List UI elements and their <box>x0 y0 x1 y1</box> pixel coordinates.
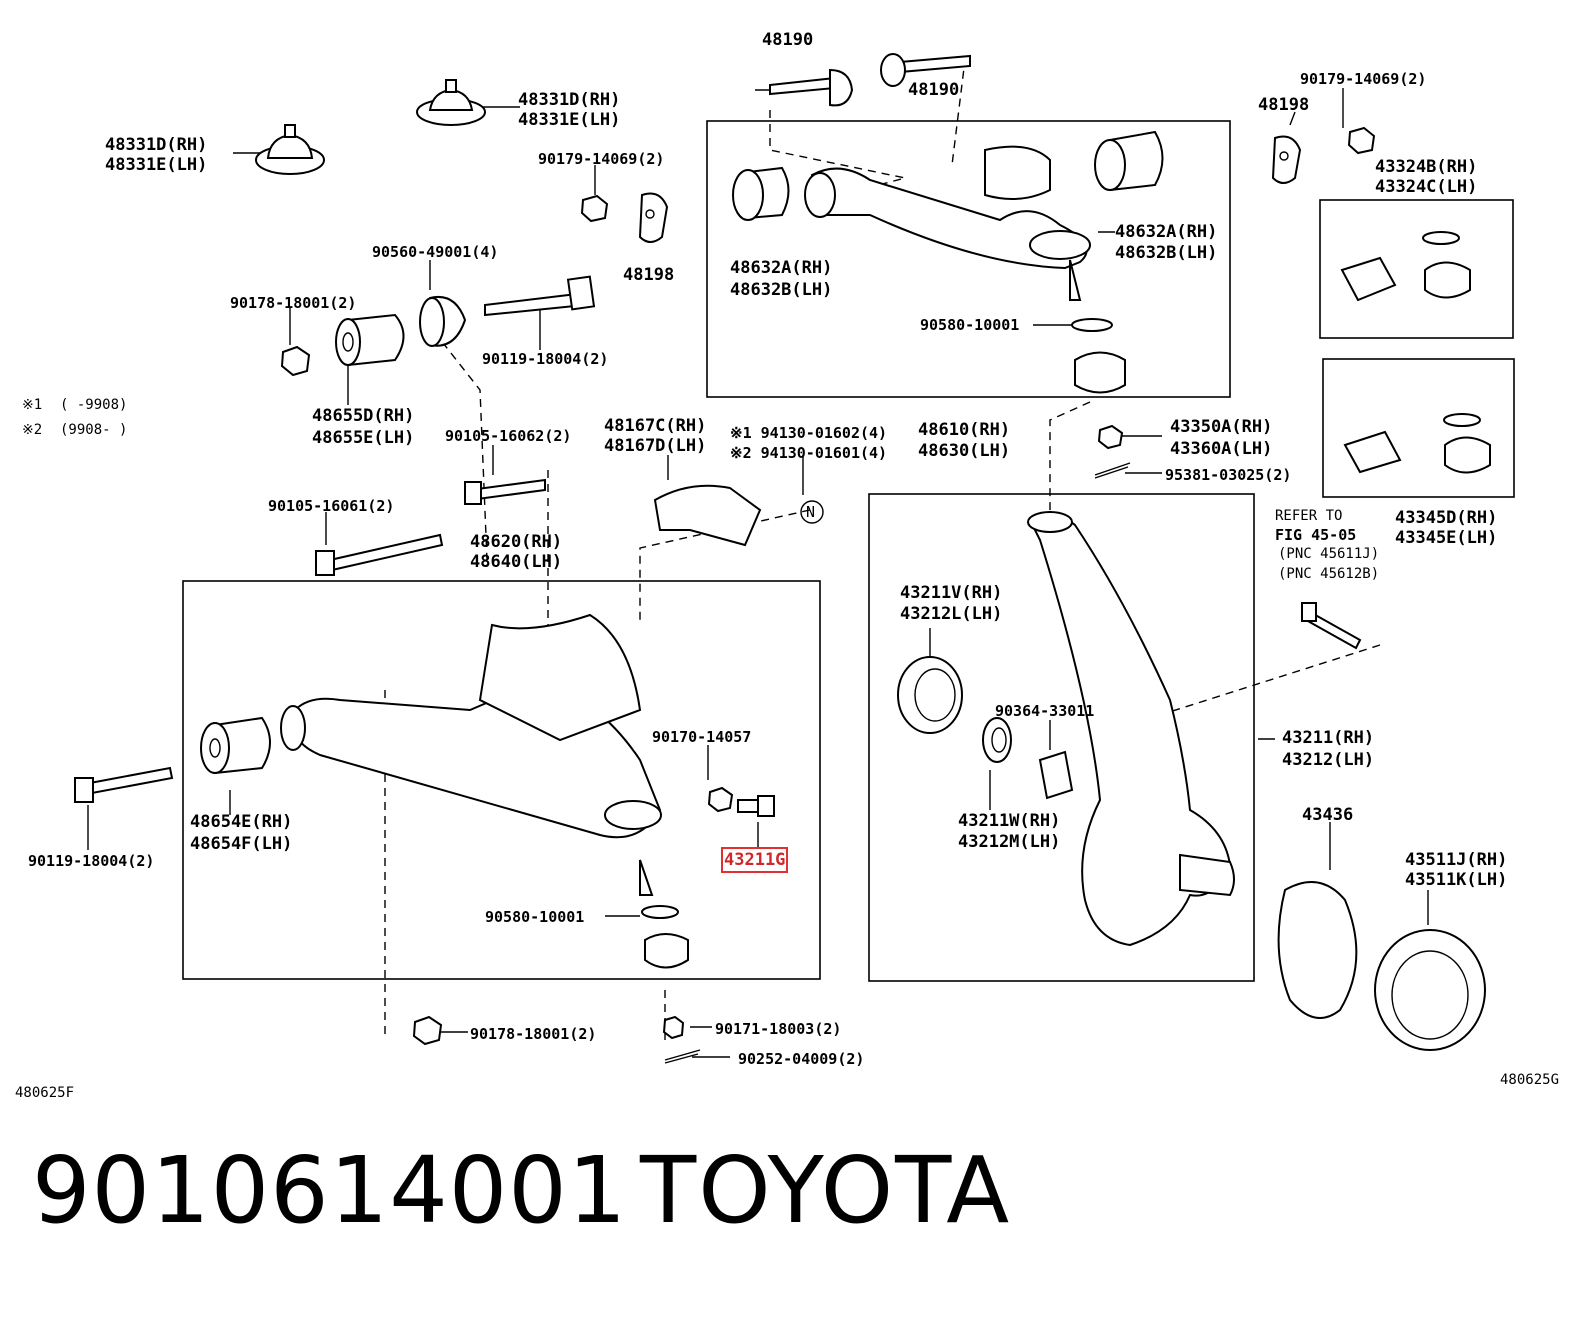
label-48190-right: 48190 <box>908 80 960 100</box>
label-43324-lh: 43324C(LH) <box>1375 177 1478 197</box>
steering-knuckle-icon <box>1027 511 1235 947</box>
footer-brand: TOYOTA <box>640 1137 1012 1244</box>
label-48331-b-lh: 48331E(LH) <box>105 155 208 175</box>
label-48167-lh: 48167D(LH) <box>604 436 707 456</box>
label-43350-rh: 43350A(RH) <box>1170 417 1273 437</box>
bolt-icon <box>74 53 1362 817</box>
label-95381: 95381-03025(2) <box>1165 466 1292 484</box>
figure-id-right: 480625G <box>1500 1072 1560 1088</box>
label-43360-lh: 43360A(LH) <box>1170 439 1273 459</box>
label-90560: 90560-49001(4) <box>372 243 499 261</box>
seal-icon <box>897 656 1074 800</box>
note-1-text: ( -9908) <box>60 397 128 413</box>
cotter-pin-icon <box>664 462 1131 1064</box>
label-48620-rh: 48620(RH) <box>470 532 563 552</box>
label-48331-a-rh: 48331D(RH) <box>518 90 621 110</box>
label-48331-a-lh: 48331E(LH) <box>518 110 621 130</box>
upper-arm-box <box>706 120 1231 398</box>
leader-lines <box>87 88 1429 1058</box>
label-90105-a: 90105-16062(2) <box>445 427 572 445</box>
cam-plate-icon <box>638 135 1302 243</box>
label-48632-right-lh: 48632B(LH) <box>1115 243 1218 263</box>
label-90170: 90170-14057 <box>652 728 752 746</box>
label-43511-rh: 43511J(RH) <box>1405 850 1508 870</box>
label-48632-left-rh: 48632A(RH) <box>730 258 833 278</box>
label-94130-b: ※2 94130-01601(4) <box>730 444 888 462</box>
refer-line-3: (PNC 45611J) <box>1278 546 1380 562</box>
bushing-icon <box>200 130 1164 775</box>
figure-id-left: 480625F <box>15 1085 75 1101</box>
label-90178-a: 90178-18001(2) <box>230 294 357 312</box>
label-48190-top: 48190 <box>762 30 814 50</box>
label-43345-rh: 43345D(RH) <box>1395 508 1498 528</box>
label-43212-lh: 43212(LH) <box>1282 750 1375 770</box>
dust-boot-kit-box-upper <box>1319 199 1514 339</box>
refer-line-4: (PNC 45612B) <box>1278 566 1380 582</box>
bump-stopper-icon <box>255 79 486 175</box>
bracket-icon <box>653 484 762 547</box>
refer-line-2: FIG 45-05 <box>1275 526 1357 544</box>
knuckle-box <box>868 493 1255 982</box>
label-48167-rh: 48167C(RH) <box>604 416 707 436</box>
label-90119-b: 90119-18004(2) <box>28 852 155 870</box>
note-2-mark: ※2 <box>22 422 43 438</box>
label-48630-lh: 48630(LH) <box>918 441 1011 461</box>
label-90364: 90364-33011 <box>995 702 1095 720</box>
label-48198-b: 48198 <box>1258 95 1310 115</box>
label-48198-a: 48198 <box>623 265 675 285</box>
label-90105-b: 90105-16061(2) <box>268 497 395 515</box>
label-43211-rh: 43211(RH) <box>1282 728 1375 748</box>
label-43211w-rh: 43211W(RH) <box>958 811 1061 831</box>
label-48655-rh: 48655D(RH) <box>312 406 415 426</box>
lower-arm-icon <box>280 613 662 896</box>
label-48632-right-rh: 48632A(RH) <box>1115 222 1218 242</box>
label-94130-a: ※1 94130-01602(4) <box>730 424 888 442</box>
dust-cover-icon <box>1277 881 1486 1051</box>
label-43345-lh: 43345E(LH) <box>1395 528 1498 548</box>
label-48610-rh: 48610(RH) <box>918 420 1011 440</box>
label-90178-b: 90178-18001(2) <box>470 1025 597 1043</box>
label-90119-a: 90119-18004(2) <box>482 350 609 368</box>
label-48655-lh: 48655E(LH) <box>312 428 415 448</box>
label-43436: 43436 <box>1302 805 1354 825</box>
label-43211g-highlighted[interactable]: 43211G <box>720 847 789 873</box>
label-43511-lh: 43511K(LH) <box>1405 870 1508 890</box>
label-43211v-rh: 43211V(RH) <box>900 583 1003 603</box>
dust-boot-icon <box>641 231 1491 969</box>
label-48654-rh: 48654E(RH) <box>190 812 293 832</box>
nut-icon <box>280 126 1376 1046</box>
label-90171: 90171-18003(2) <box>715 1020 842 1038</box>
circle-n-marker <box>800 500 824 524</box>
label-90580-b: 90580-10001 <box>485 908 585 926</box>
label-circle-n: N <box>806 503 816 521</box>
label-48654-lh: 48654F(LH) <box>190 834 293 854</box>
footer-part-number: 9010614001 <box>32 1137 628 1244</box>
label-90580-a: 90580-10001 <box>920 316 1020 334</box>
label-90252: 90252-04009(2) <box>738 1050 865 1068</box>
label-48331-b-rh: 48331D(RH) <box>105 135 208 155</box>
label-48632-left-lh: 48632B(LH) <box>730 280 833 300</box>
label-43212l-lh: 43212L(LH) <box>900 604 1003 624</box>
lower-arm-box <box>182 580 821 980</box>
label-43324-rh: 43324B(RH) <box>1375 157 1478 177</box>
dust-boot-kit-box-lower <box>1322 358 1515 498</box>
refer-line-1: REFER TO <box>1275 508 1343 524</box>
note-2-text: (9908- ) <box>60 422 128 438</box>
note-1-mark: ※1 <box>22 397 43 413</box>
upper-arm-icon <box>804 145 1091 301</box>
label-90179-b: 90179-14069(2) <box>1300 70 1427 88</box>
label-48640-lh: 48640(LH) <box>470 552 563 572</box>
label-90179-a: 90179-14069(2) <box>538 150 665 168</box>
label-43212m-lh: 43212M(LH) <box>958 832 1061 852</box>
